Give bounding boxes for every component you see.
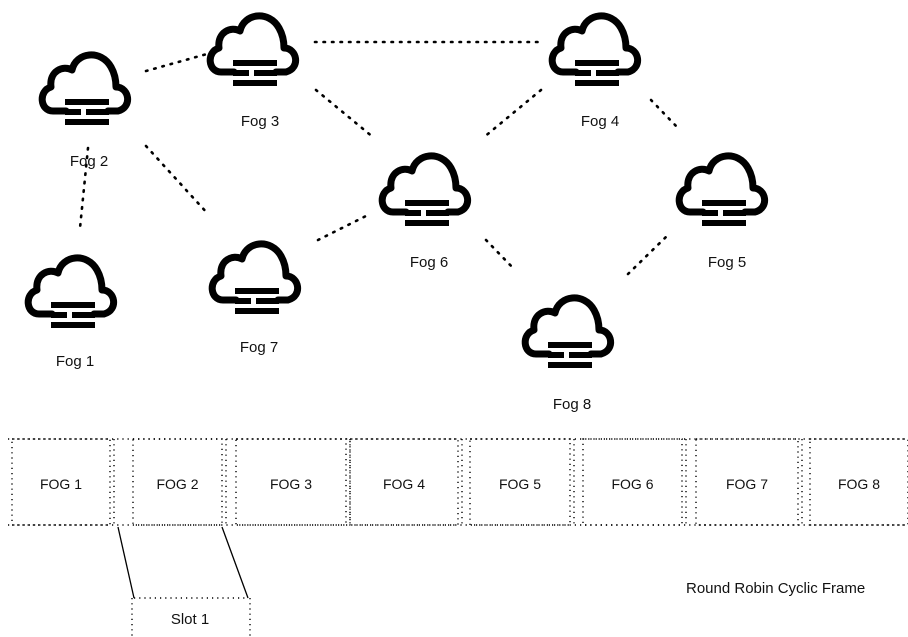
links-layer xyxy=(78,40,680,276)
node-label: Fog 8 xyxy=(553,396,591,413)
frame-slot-label: FOG 4 xyxy=(383,476,425,492)
frame-slot-label: FOG 1 xyxy=(40,476,82,492)
fog2-cloud-server-icon xyxy=(38,51,131,125)
frame-slot: FOG 7 xyxy=(695,438,803,526)
frame-slot-label: FOG 7 xyxy=(726,476,768,492)
node-fog7: Fog 7 xyxy=(208,240,301,356)
zoom-line-right xyxy=(221,526,249,599)
node-fog1: Fog 1 xyxy=(24,254,117,370)
frame-slot-box xyxy=(695,438,799,526)
round-robin-frame: FOG 1 FOG 2 FOG 3 FOG 4 FOG 5 FOG 6 FOG 7 FOG 8 xyxy=(8,438,908,526)
node-fog3: Fog 3 xyxy=(206,12,299,130)
frame-slot-box xyxy=(132,438,223,526)
node-fog4: Fog 4 xyxy=(548,12,641,130)
frame-slot-label: FOG 6 xyxy=(611,476,653,492)
node-label: Fog 3 xyxy=(241,113,279,130)
node-label: Fog 4 xyxy=(581,113,619,130)
slot-zoom: Slot 1 xyxy=(117,526,251,637)
fog5-cloud-server-icon xyxy=(675,152,768,226)
frame-slot: FOG 8 xyxy=(809,438,908,526)
fog7-cloud-server-icon xyxy=(208,240,301,314)
fog1-cloud-server-icon xyxy=(24,254,117,328)
frame-slot-box xyxy=(349,438,459,526)
frame-slot: FOG 2 xyxy=(132,438,227,526)
link-fog3-fog6 xyxy=(314,88,376,140)
node-label: Fog 1 xyxy=(56,353,94,370)
link-fog2-fog7 xyxy=(144,144,210,216)
node-label: Fog 6 xyxy=(410,254,448,271)
frame-slot-box xyxy=(582,438,683,526)
link-fog7-fog6 xyxy=(316,212,372,242)
slot-zoom-label: Slot 1 xyxy=(171,611,209,628)
frame-slot-box xyxy=(11,438,111,526)
node-fog8: Fog 8 xyxy=(521,294,614,413)
nodes-layer: Fog 2 Fog 3 Fog 4 Fog 1 Fog 7 Fog 6 Fog 5 Fog 8 xyxy=(24,12,768,413)
frame-slot-label: FOG 3 xyxy=(270,476,312,492)
fog6-cloud-server-icon xyxy=(378,152,471,226)
frame-slot-label: FOG 8 xyxy=(838,476,880,492)
frame-slot: FOG 3 xyxy=(235,438,351,526)
frame-slot: FOG 5 xyxy=(469,438,575,526)
node-fog2: Fog 2 xyxy=(38,51,131,170)
link-fog8-fog5 xyxy=(626,233,670,276)
frame-slot-box xyxy=(235,438,347,526)
link-fog4-fog6 xyxy=(481,88,543,140)
node-fog5: Fog 5 xyxy=(675,152,768,271)
frame-slot: FOG 1 xyxy=(11,438,115,526)
link-fog6-fog8 xyxy=(484,238,517,272)
frame-slot: FOG 6 xyxy=(582,438,687,526)
frame-caption: Round Robin Cyclic Frame xyxy=(686,580,866,597)
zoom-line-left xyxy=(117,526,135,599)
fog8-cloud-server-icon xyxy=(521,294,614,368)
frame-slot: FOG 4 xyxy=(349,438,463,526)
node-fog6: Fog 6 xyxy=(378,152,471,271)
link-fog2-fog1 xyxy=(78,146,90,230)
node-label: Fog 5 xyxy=(708,254,746,271)
node-label: Fog 7 xyxy=(240,339,278,356)
link-fog4-fog5 xyxy=(649,98,680,130)
frame-slot-label: FOG 2 xyxy=(156,476,198,492)
fog3-cloud-server-icon xyxy=(206,12,299,86)
node-label: Fog 2 xyxy=(70,153,108,170)
fog4-cloud-server-icon xyxy=(548,12,641,86)
link-fog2-fog3 xyxy=(144,52,209,73)
frame-slot-label: FOG 5 xyxy=(499,476,541,492)
